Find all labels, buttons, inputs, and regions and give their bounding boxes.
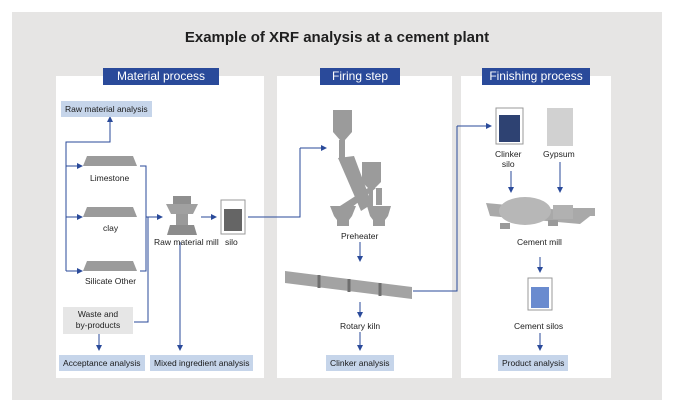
silicate-other-label: Silicate Other <box>85 276 137 286</box>
silo-label: silo <box>225 237 238 247</box>
waste-by-products-label: Waste and by-products <box>63 307 133 334</box>
silicate-pile-icon <box>83 261 137 271</box>
preheater-tower-icon <box>330 110 391 226</box>
firing-step-header: Firing step <box>320 68 400 85</box>
clay-pile-icon <box>83 207 137 217</box>
clinker-silo-icon <box>495 107 524 145</box>
raw-material-mill-icon <box>166 196 198 235</box>
cement-mill-icon <box>486 197 595 229</box>
rotary-kiln-label: Rotary kiln <box>340 321 381 331</box>
raw-material-analysis-label: Raw material analysis <box>61 101 152 117</box>
clay-label: clay <box>103 223 119 233</box>
cement-silos-label: Cement silos <box>514 321 564 331</box>
silo-icon <box>220 199 246 235</box>
cement-silo-icon <box>527 277 553 311</box>
gypsum-label: Gypsum <box>543 149 575 159</box>
product-analysis-label: Product analysis <box>498 355 569 371</box>
preheater-label: Preheater <box>341 231 379 241</box>
material-process-header: Material process <box>103 68 219 85</box>
mixed-ingredient-analysis-label: Mixed ingredient analysis <box>150 355 254 371</box>
cement-mill-label: Cement mill <box>517 237 562 247</box>
rotary-kiln-icon <box>285 271 412 299</box>
raw-material-mill-label: Raw material mill <box>154 237 219 247</box>
clinker-silo-label: Clinker silo <box>495 149 522 169</box>
limestone-pile-icon <box>83 156 137 166</box>
finishing-process-header: Finishing process <box>482 68 590 85</box>
limestone-label: Limestone <box>90 173 130 183</box>
gypsum-icon <box>547 108 573 146</box>
acceptance-analysis-label: Acceptance analysis <box>59 355 145 371</box>
firing-step-panel <box>277 76 452 378</box>
clinker-analysis-label: Clinker analysis <box>326 355 394 371</box>
diagram-title: Example of XRF analysis at a cement plan… <box>184 29 490 46</box>
